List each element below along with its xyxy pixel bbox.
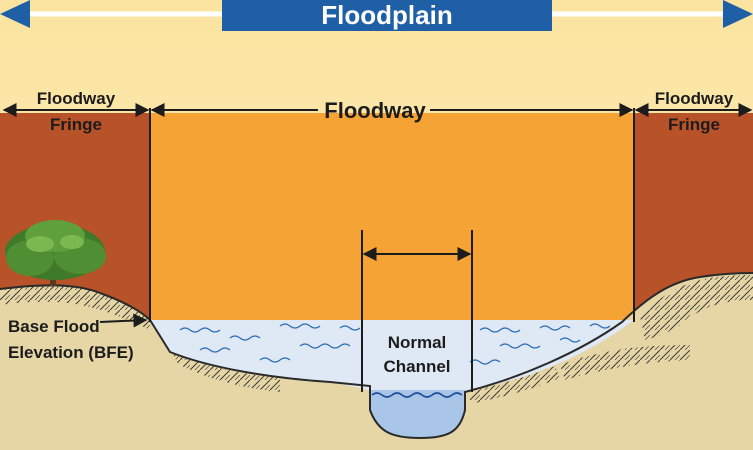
bfe-label-line1: Base Flood xyxy=(8,317,100,336)
floodplain-arrowhead-left xyxy=(0,0,30,28)
page-title: Floodplain xyxy=(321,0,452,30)
ground xyxy=(0,273,753,450)
channel-label-line1: Normal xyxy=(388,333,447,352)
ground-outline xyxy=(0,272,753,440)
hatch-left-slope xyxy=(172,352,280,392)
tree-icon xyxy=(5,220,106,286)
hatch-right-bank xyxy=(640,275,753,340)
channel-label-line2: Channel xyxy=(383,357,450,376)
water-ripples xyxy=(179,323,611,365)
left-fringe-label-line2: Fringe xyxy=(50,115,102,134)
channel-water xyxy=(370,390,465,438)
channel-ripples xyxy=(371,392,463,398)
floodway-zone xyxy=(150,113,634,323)
hatch-right-low xyxy=(560,345,690,380)
right-fringe-label-line1: Floodway xyxy=(655,89,734,108)
bfe-label-line2: Elevation (BFE) xyxy=(8,343,134,362)
title-banner xyxy=(222,0,552,31)
hatch-channel-bank xyxy=(470,366,560,404)
floodway-label: Floodway xyxy=(324,98,426,123)
bfe-pointer xyxy=(99,313,148,328)
right-fringe-label-line2: Fringe xyxy=(668,115,720,134)
floodplain-arrowhead-right xyxy=(723,0,753,28)
hatch-left-bank xyxy=(0,285,150,330)
flood-water xyxy=(150,320,634,392)
left-fringe-label-line1: Floodway xyxy=(37,89,116,108)
